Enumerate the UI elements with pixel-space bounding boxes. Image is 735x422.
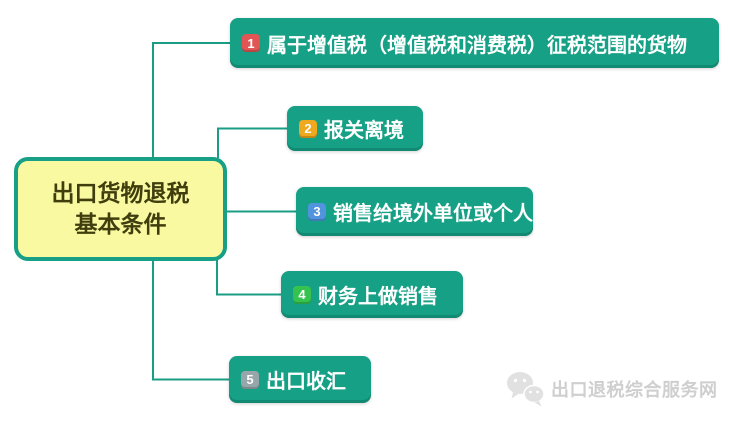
wechat-icon	[507, 372, 545, 407]
connector-node-2	[217, 127, 289, 158]
branch-node-3: 3 销售给境外单位或个人	[296, 187, 533, 236]
watermark-text: 出口退税综合服务网	[551, 380, 718, 400]
node-3-label: 销售给境外单位或个人	[333, 203, 533, 225]
branch-node-1: 1 属于增值税（增值税和消费税）征税范围的货物	[230, 18, 719, 68]
connector-node-1	[152, 42, 232, 158]
node-2-number-badge: 2	[299, 119, 317, 138]
watermark: 出口退税综合服务网	[505, 370, 718, 408]
branch-node-5: 5 出口收汇	[229, 356, 371, 403]
connector-node-4	[216, 260, 283, 296]
node-5-number-badge: 5	[241, 370, 259, 389]
branch-node-4: 4 财务上做销售	[281, 271, 463, 318]
node-4-label: 财务上做销售	[318, 286, 438, 308]
node-4-number-badge: 4	[293, 285, 311, 304]
root-node-title-line2: 基本条件	[74, 211, 167, 237]
node-1-number-badge: 1	[242, 34, 260, 52]
node-2-label: 报关离境	[324, 120, 404, 142]
node-1-label: 属于增值税（增值税和消费税）征税范围的货物	[267, 34, 687, 57]
connector-node-5	[152, 260, 231, 381]
root-node-title-line1: 出口货物退税	[51, 179, 190, 206]
root-node: 出口货物退税 基本条件	[14, 157, 227, 261]
node-5-label: 出口收汇	[266, 371, 346, 393]
node-3-number-badge: 3	[308, 202, 326, 221]
branch-node-2: 2 报关离境	[287, 106, 423, 151]
